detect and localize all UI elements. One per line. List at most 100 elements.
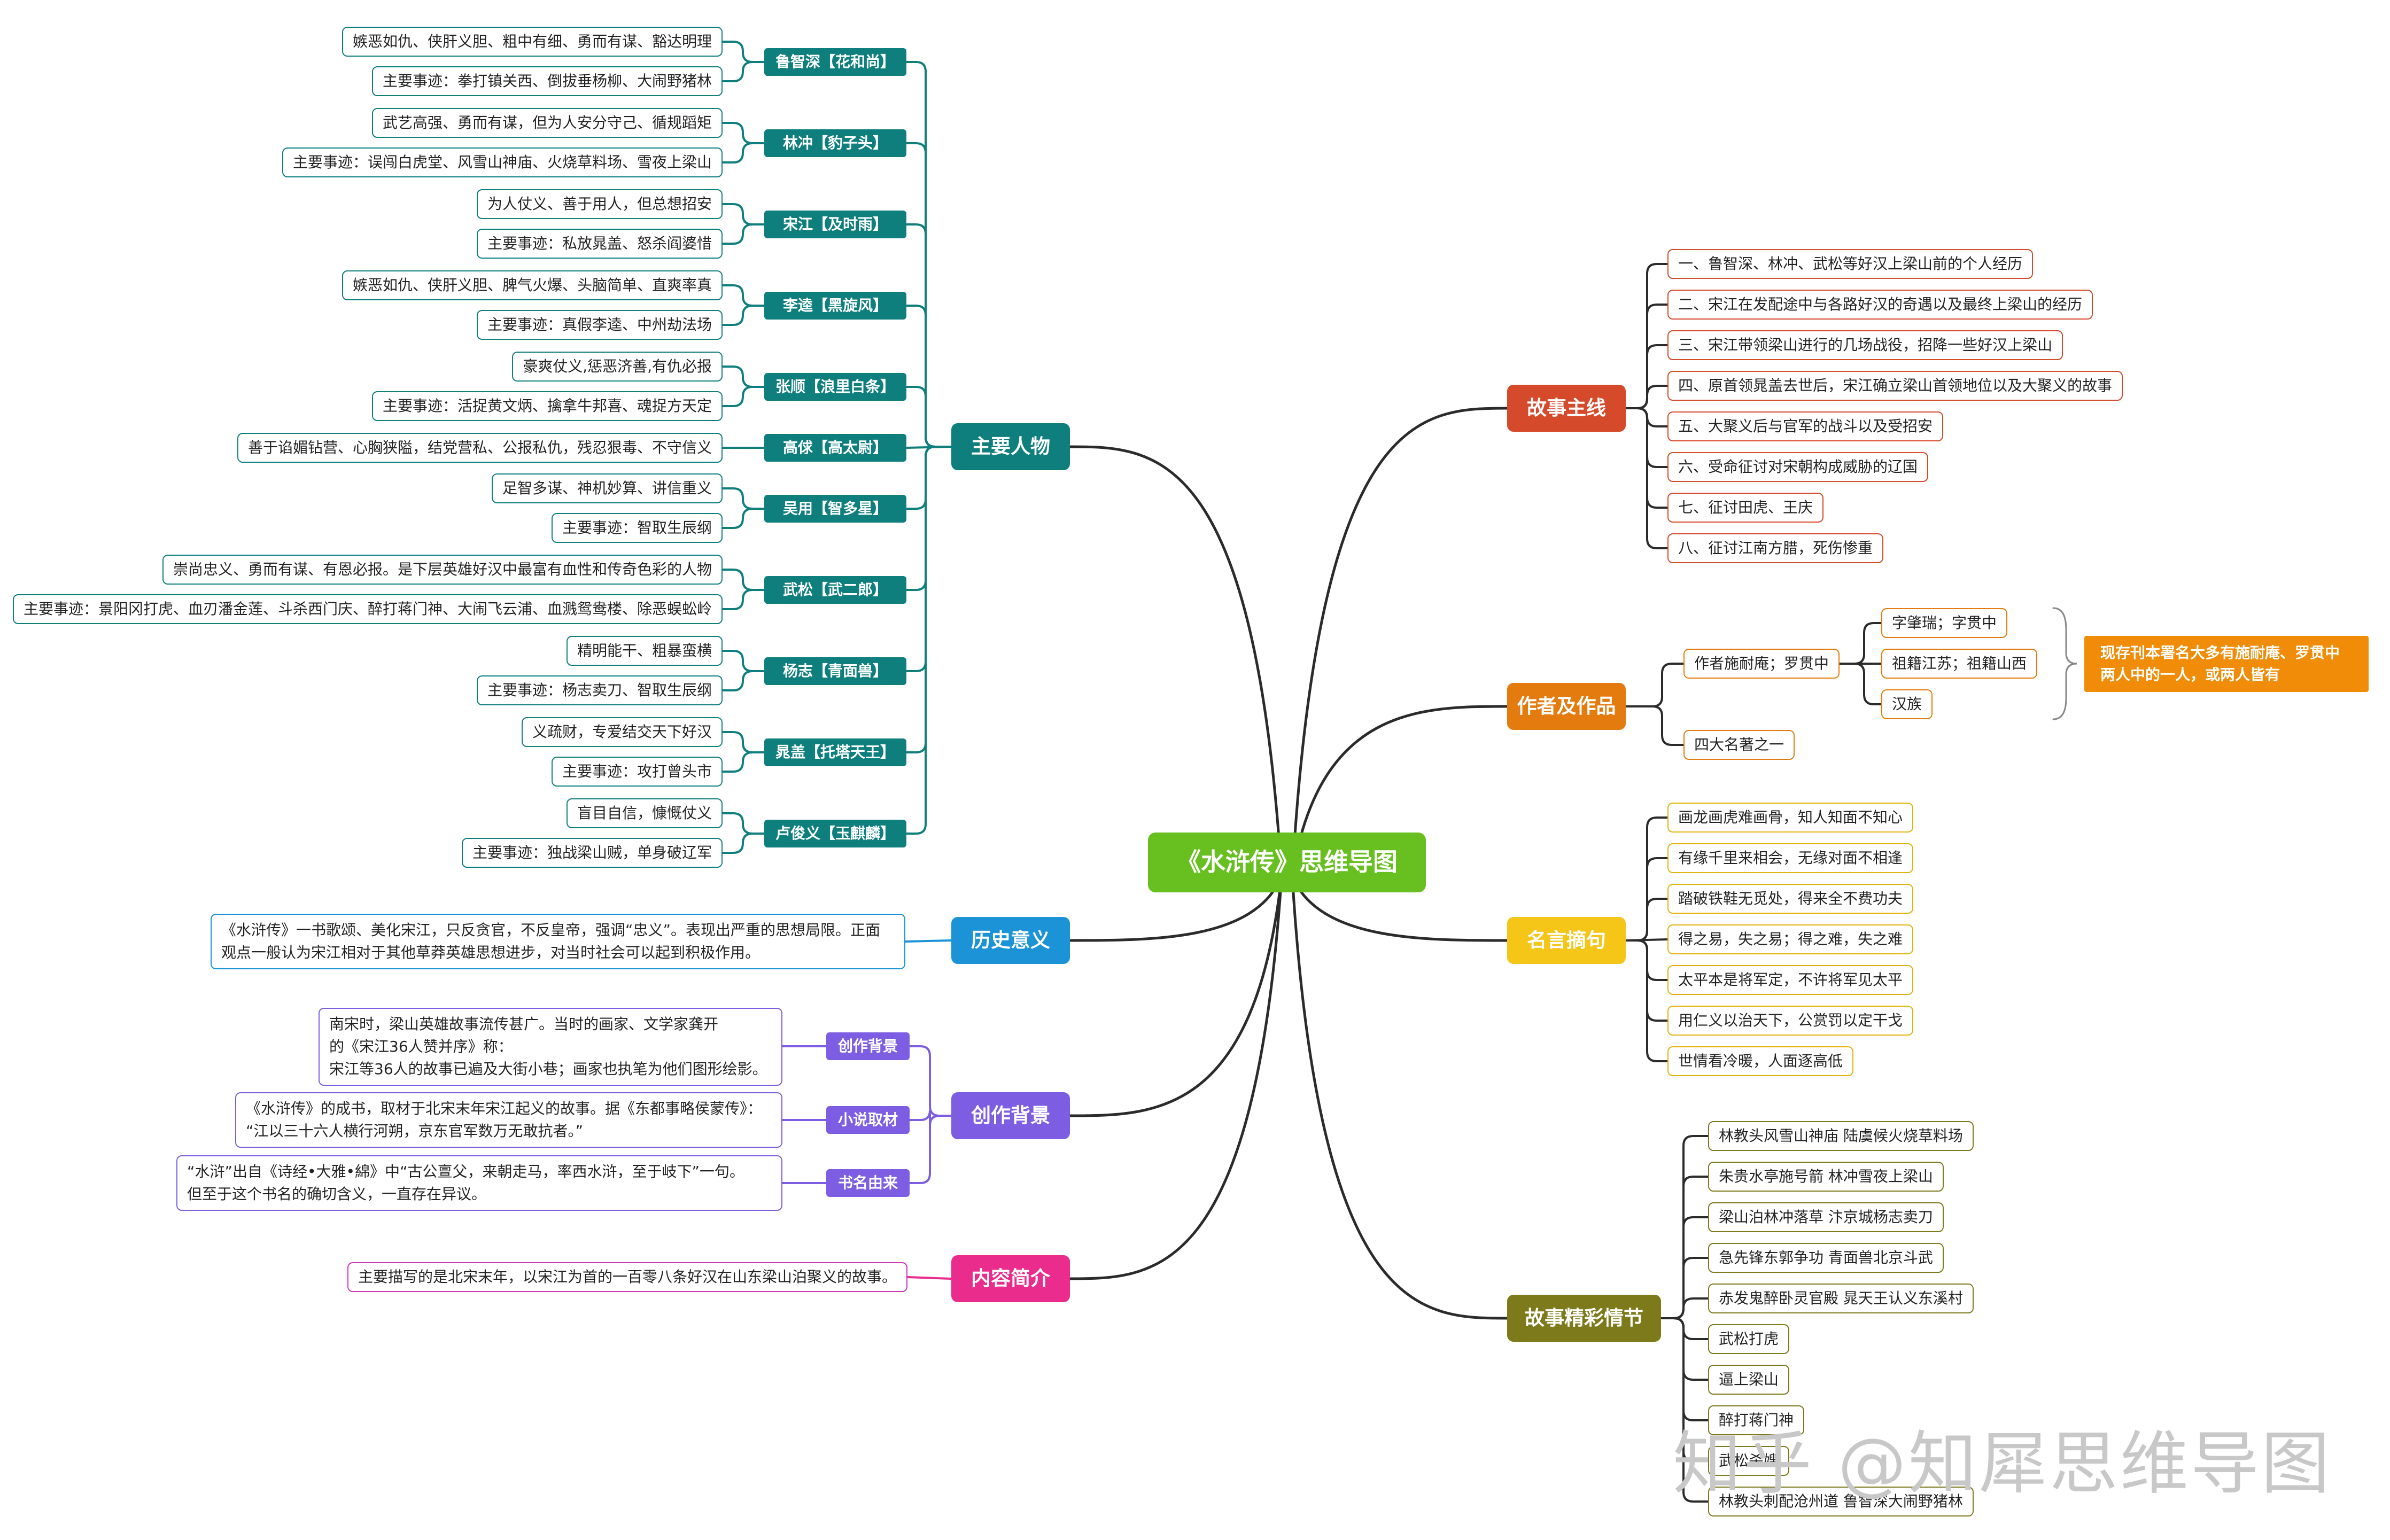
bracket-connector [1660,1297,1709,1319]
character-traits: 武艺高强、勇而有谋，但为人安分守己、循规蹈矩 [371,108,723,138]
character-node[interactable]: 吴用【智多星】 [764,495,906,523]
quote-item: 得之易，失之易；得之难，失之难 [1667,924,1914,954]
main-connector [1291,875,1509,942]
branch-main-characters[interactable]: 主要人物 [951,423,1070,470]
bracket-connector [905,446,952,510]
character-node[interactable]: 晁盖【托塔天王】 [764,738,906,766]
storyline-item: 五、大聚义后与官军的战斗以及受招安 [1667,411,1944,441]
main-connector [1068,875,1283,1117]
character-traits: 为人仗义、善于用人，但总想招安 [476,189,723,219]
episode-item: 梁山泊林冲落草 汴京城杨志卖刀 [1708,1202,1944,1232]
bracket-connector [721,670,765,691]
bracket-connector [721,365,765,388]
bracket-connector [909,1115,952,1184]
branch-main-storyline[interactable]: 故事主线 [1507,385,1626,432]
storyline-item: 二、宋江在发配途中与各路好汉的奇遇以及最终上梁山的经历 [1667,290,2093,320]
character-traits: 足智多谋、神机妙算、讲信重义 [491,473,723,503]
bracket-connector [721,487,765,510]
bracket-connector [905,386,952,448]
bracket-connector [721,61,765,82]
branch-historical-significance[interactable]: 历史意义 [951,917,1070,964]
episode-item: 武松打虎 [1708,1324,1790,1354]
branch-creation-background[interactable]: 创作背景 [951,1092,1070,1139]
character-node[interactable]: 高俅【高太尉】 [764,434,906,462]
bracket-connector [721,508,765,529]
character-node[interactable]: 林冲【豹子头】 [764,129,906,157]
main-connector [1068,875,1283,942]
bracket-connector [721,812,765,835]
branch-famous-quotes[interactable]: 名言摘句 [1507,917,1626,964]
branch-story-highlights[interactable]: 故事精彩情节 [1507,1295,1661,1342]
sub-topic-title-origin[interactable]: 书名由来 [826,1169,910,1197]
bracket-connector [905,223,952,448]
main-connector [1291,705,1509,878]
bracket-connector [905,446,952,835]
sub-topic-novel-source[interactable]: 小说取材 [826,1106,910,1134]
text-line: 宋江等36人的故事已遍及大街小巷；画家也执笔为他们图形绘影。 [329,1060,767,1078]
character-node[interactable]: 李逵【黑旋风】 [764,292,906,320]
bracket-connector [905,446,952,591]
text-line: 《水浒传》一书歌颂、美化宋江，只反贪官，不反皇帝，强调“忠义”。表现出严重的思想… [221,921,881,939]
character-deeds: 主要事迹：私放晁盖、怒杀阎婆惜 [476,229,723,259]
text-line: 观点一般认为宋江相对于其他草莽英雄思想进步，对当时社会可以起到积极作用。 [221,944,761,961]
text-line: 《水浒传》的成书，取材于北宋末年宋江起义的故事。据《东都事略侯蒙传》： [246,1100,763,1117]
text-line: 但至于这个书名的确切含义，一直存在异议。 [187,1185,487,1203]
storyline-item: 六、受命征讨对宋朝构成威胁的辽国 [1667,452,1929,482]
main-connector [1068,445,1283,878]
text-line: “水浒”出自《诗经•大雅•綿》中“古公亶父，来朝走马，率西水浒，至于岐下”一句。 [187,1163,745,1180]
episode-item: 急先锋东郭争功 青面兽北京斗武 [1708,1243,1944,1273]
bracket-connector [1838,622,1882,665]
bracket-connector [1625,898,1669,942]
character-node[interactable]: 宋江【及时雨】 [764,211,906,238]
character-deeds: 主要事迹：拳打镇关西、倒拔垂杨柳、大闹野猪林 [371,66,723,96]
character-deeds: 主要事迹：真假李逵、中州劫法场 [476,310,723,340]
central-topic[interactable]: 《水浒传》思维导图 [1148,833,1426,892]
branch-content-summary[interactable]: 内容简介 [951,1255,1070,1302]
bracket-connector [905,142,952,448]
bracket-connector [721,833,765,854]
character-traits: 嫉恶如仇、侠肝义胆、脾气火爆、头脑简单、直爽率真 [342,270,723,300]
bracket-connector [1625,705,1685,746]
history-text: 《水浒传》一书歌颂、美化宋江，只反贪官，不反皇帝，强调“忠义”。表现出严重的思想… [211,914,905,969]
quote-item: 踏破铁鞋无觅处，得来全不费功夫 [1667,884,1914,914]
episode-item: 林教头刺配沧州道 鲁智深大闹野猪林 [1708,1487,1974,1516]
bracket-connector [721,284,765,307]
quote-item: 世情看冷暖，人面逐高低 [1667,1046,1854,1076]
character-deeds: 主要事迹：智取生辰纲 [551,513,723,543]
bracket-connector [1660,1257,1709,1319]
quote-item: 画龙画虎难画骨，知人知面不知心 [1667,803,1914,833]
episode-item: 逼上梁山 [1708,1365,1790,1395]
bracket-connector [1625,407,1669,549]
character-traits: 义疏财，专爱结交天下好汉 [521,717,723,747]
branch-author-and-works[interactable]: 作者及作品 [1507,683,1626,730]
sub-topic-creation-background[interactable]: 创作背景 [826,1032,910,1060]
character-node[interactable]: 武松【武二郎】 [764,576,906,604]
bracket-connector [905,446,952,672]
summary-text: 主要描写的是北宋末年，以宋江为首的一百零八条好汉在山东梁山泊聚义的故事。 [347,1262,907,1292]
character-node[interactable]: 杨志【青面兽】 [764,657,906,685]
character-deeds: 主要事迹：活捉黄文炳、擒拿牛邦喜、魂捉方天定 [371,391,723,421]
character-node[interactable]: 卢俊义【玉麒麟】 [764,820,906,847]
character-traits: 豪爽仗义,惩恶济善,有仇必报 [512,352,723,382]
title-origin-text: “水浒”出自《诗经•大雅•綿》中“古公亶父，来朝走马，率西水浒，至于岐下”一句。… [176,1155,782,1211]
character-deeds: 主要事迹：杨志卖刀、智取生辰纲 [476,675,723,705]
episode-item: 朱贵水亭施号箭 林冲雪夜上梁山 [1708,1162,1944,1192]
bracket-connector [909,1045,952,1117]
text-line: 的《宋江36人赞并序》称： [329,1038,513,1055]
bracket-connector [721,751,765,773]
bracket-connector [721,589,765,610]
bracket-connector [721,142,765,164]
character-traits: 盲目自信，慷慨仗义 [566,798,723,828]
text-line: “江以三十六人横行河朔，京东官军数万无敢抗者。” [246,1122,584,1140]
episode-item: 武松杀嫂 [1708,1446,1790,1476]
character-node[interactable]: 张顺【浪里白条】 [764,373,906,401]
character-traits: 崇尚忠义、勇而有谋、有恩必报。是下层英雄好汉中最富有血性和传奇色彩的人物 [162,555,723,585]
storyline-item: 七、征讨田虎、王庆 [1667,493,1824,523]
main-connector [1291,875,1509,1320]
main-connector [1291,407,1509,878]
character-node[interactable]: 鲁智深【花和尚】 [764,48,906,76]
character-deeds: 主要事迹：景阳冈打虎、血刃潘金莲、斗杀西门庆、醉打蒋门神、大闹飞云浦、血溅鸳鸯楼… [12,594,723,624]
character-deeds: 主要事迹：攻打曾头市 [551,757,723,787]
bracket-connector [721,386,765,407]
author-names: 作者施耐庵；罗贯中 [1683,649,1840,679]
